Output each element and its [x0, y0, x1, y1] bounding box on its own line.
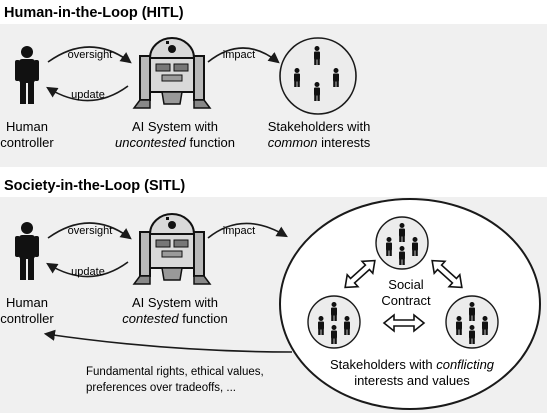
sitl-human-label-2: controller — [0, 311, 54, 326]
group-left-circle — [307, 295, 361, 349]
society-ellipse — [279, 198, 541, 410]
sitl-impact-arrow — [207, 222, 288, 239]
hitl-impact-label: impact — [223, 49, 255, 61]
hitl-stake-rest: interests — [318, 135, 371, 150]
hitl-update-arrow — [46, 85, 129, 102]
group-right-circle — [445, 295, 499, 349]
hitl-oversight-arrow — [47, 46, 132, 64]
sitl-ai-label-1: AI System with — [132, 295, 218, 310]
sitl-update-arrow — [46, 261, 129, 278]
hitl-stake-em: common — [268, 135, 318, 150]
sitl-stake-prefix: Stakeholders with — [330, 357, 433, 372]
hitl-oversight-label: oversight — [68, 49, 113, 61]
hitl-stake-label-2: common interests — [268, 135, 371, 150]
hitl-stakeholder-circle — [279, 37, 357, 115]
sitl-ai-em: contested — [122, 311, 179, 326]
sitl-update-label: update — [71, 266, 105, 278]
sitl-ai-label-2: contested function — [122, 311, 228, 326]
sitl-human-label-1: Human — [6, 295, 48, 310]
sitl-oversight-arrow — [47, 222, 132, 240]
feedback-label-2: preferences over tradeoffs, ... — [86, 382, 236, 394]
feedback-arrow — [43, 329, 293, 353]
hitl-ai-label-1: AI System with — [132, 119, 218, 134]
social-contract-label-1: Social — [388, 277, 424, 292]
group-top-circle — [375, 216, 429, 270]
sitl-stake-label-2: interests and values — [354, 373, 470, 388]
hitl-human-label-2: controller — [0, 135, 54, 150]
social-contract-label-2: Contract — [381, 293, 431, 308]
hitl-impact-arrow — [207, 47, 280, 64]
sitl-impact-label: impact — [223, 225, 255, 237]
hitl-title: Human-in-the-Loop (HITL) — [4, 5, 184, 21]
hitl-stake-label-1: Stakeholders with — [268, 119, 371, 134]
sitl-title: Society-in-the-Loop (SITL) — [4, 178, 185, 194]
sitl-oversight-label: oversight — [68, 225, 113, 237]
hitl-update-label: update — [71, 89, 105, 101]
hitl-human-label-1: Human — [6, 119, 48, 134]
sitl-stake-label-1: Stakeholders with conflicting — [330, 357, 495, 372]
hitl-ai-rest: function — [186, 135, 235, 150]
sitl-stake-em: conflicting — [436, 357, 495, 372]
hitl-ai-label-2: uncontested function — [115, 135, 235, 150]
hitl-ai-em: uncontested — [115, 135, 187, 150]
sitl-ai-rest: function — [179, 311, 228, 326]
feedback-label-1: Fundamental rights, ethical values, — [86, 366, 264, 378]
